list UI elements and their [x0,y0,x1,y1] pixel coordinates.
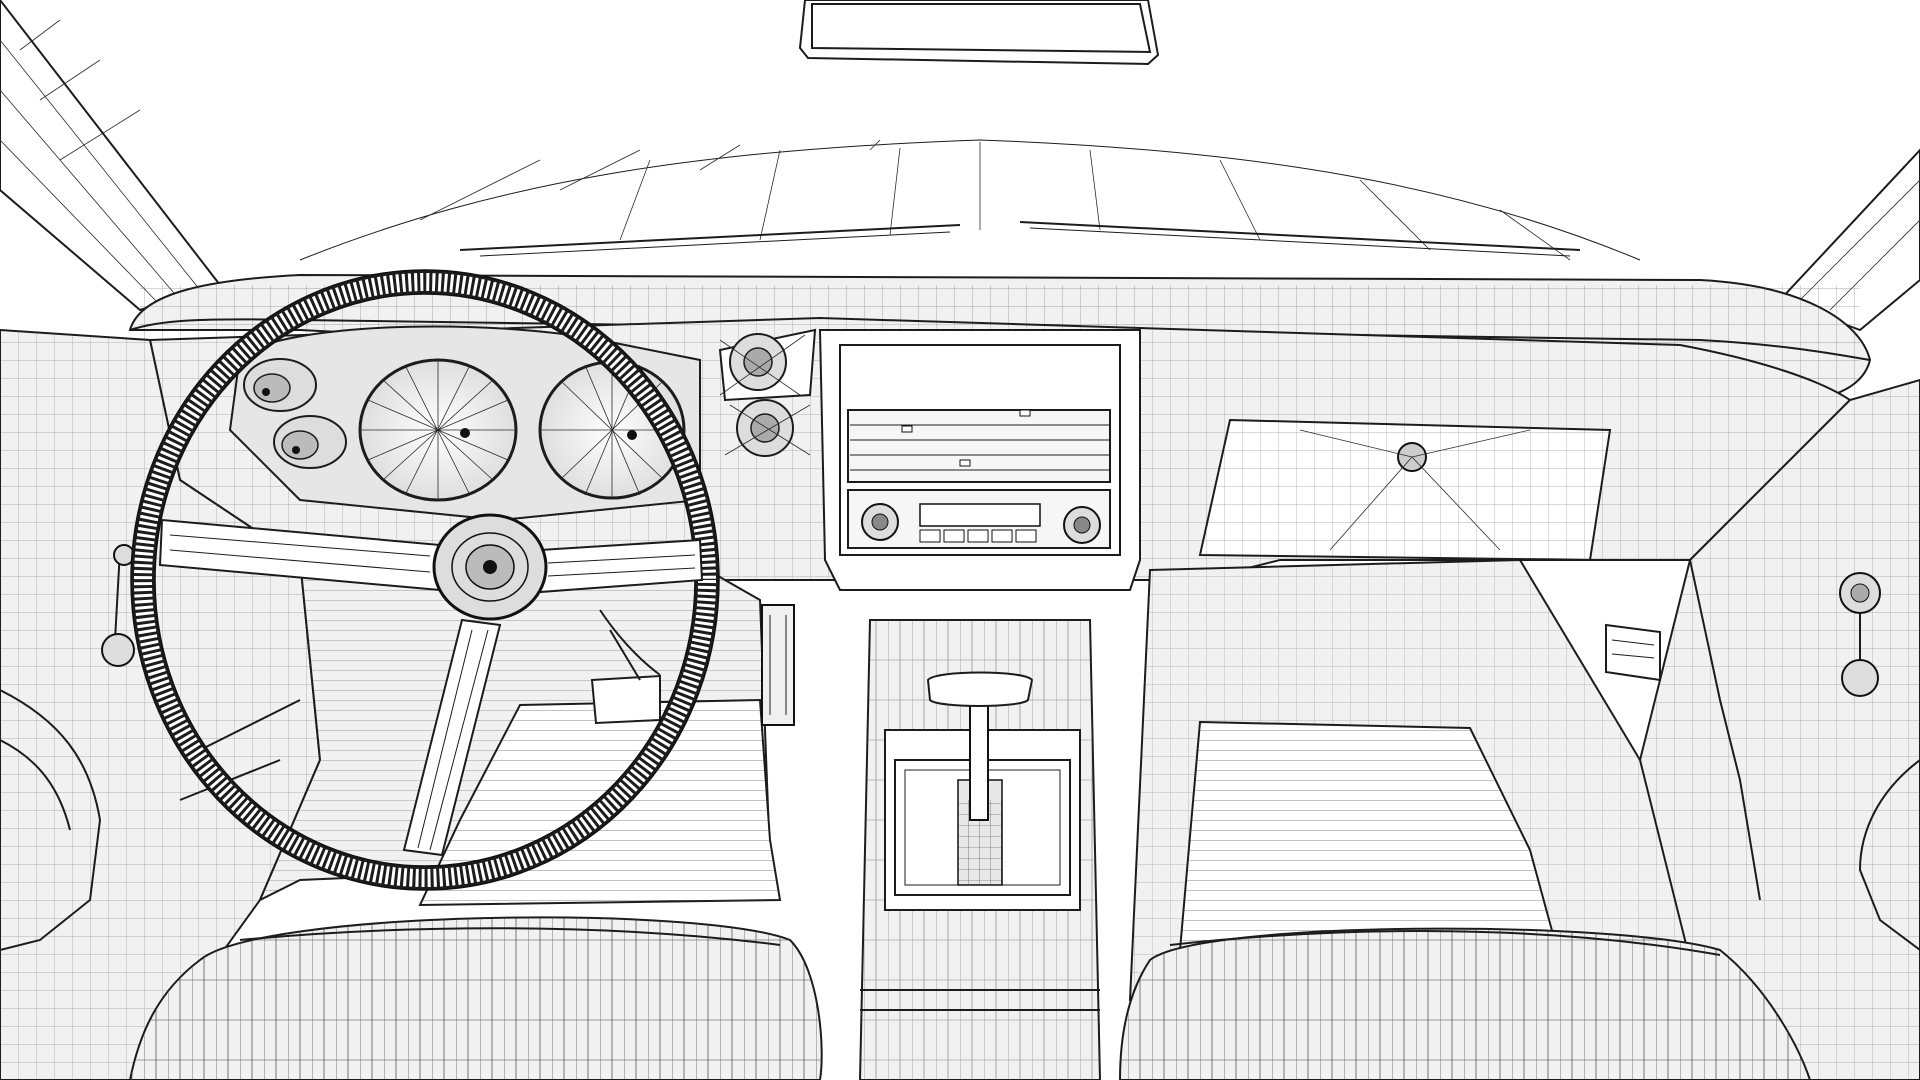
window-crank-right[interactable] [1839,572,1881,697]
radio-icon[interactable] [847,489,1111,549]
center-vents [718,328,817,457]
right-door-panel [1638,378,1920,1080]
hood [299,139,1641,261]
glove-box[interactable] [1198,418,1612,562]
pedals [590,604,795,726]
passenger-floor-mat [1178,720,1562,962]
rearview-mirror [798,0,1160,66]
instrument-cluster [228,325,701,522]
speedometer-gauge [358,358,518,502]
gear-shifter-icon[interactable] [926,671,1034,886]
driver-seat [128,916,823,1080]
small-gauge-lower-left [273,415,347,469]
passenger-seat [1118,927,1812,1080]
window-crank-left[interactable] [101,544,135,667]
hvac-panel [847,409,1111,483]
steering-wheel-spokes [158,518,704,857]
small-gauge-upper-left [243,358,317,412]
steering-wheel-hub [432,513,548,621]
steering-wheel-icon[interactable] [130,269,720,891]
right-kick-vent [1605,623,1661,682]
center-stack [818,329,1141,591]
parking-brake[interactable] [761,604,795,726]
